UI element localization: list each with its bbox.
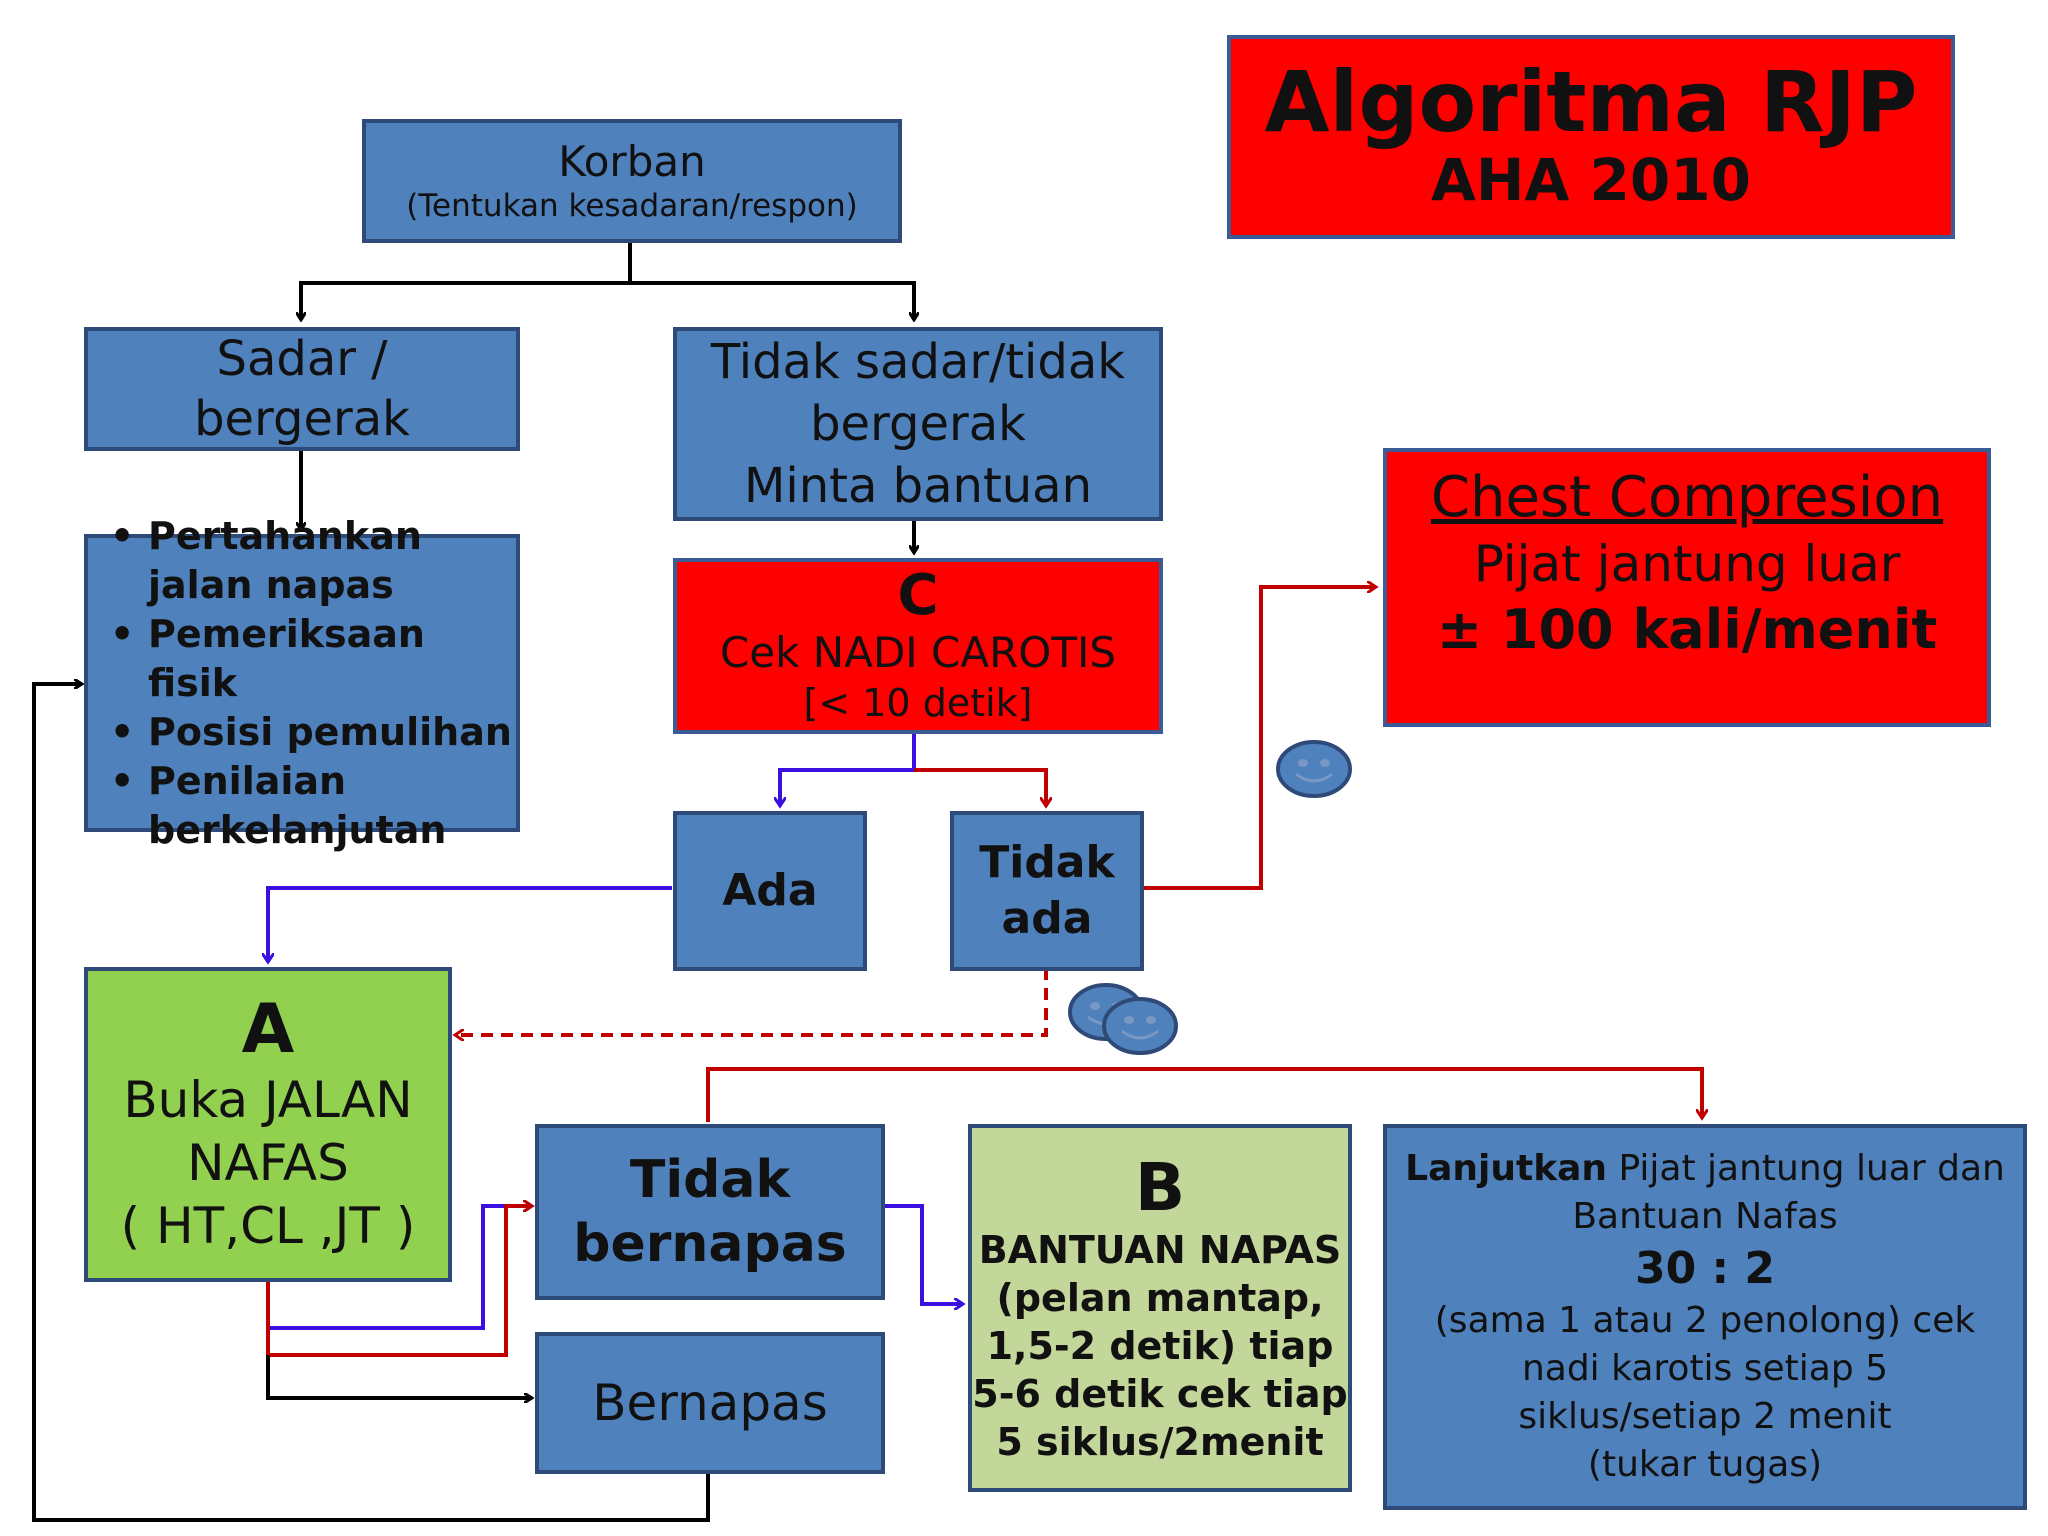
bantuan-line: BANTUAN NAPAS [978,1228,1342,1272]
lanjutkan-line: siklus/setiap 2 menit [1518,1396,1892,1437]
chest-line: Pijat jantung luar [1473,535,1901,593]
tidak-sadar-line: Minta bantuan [743,458,1093,514]
cek-nadi-box: C Cek NADI CAROTIS [< 10 detik] [673,558,1163,734]
tidak-bernapas-box: Tidak bernapas [535,1124,885,1300]
bantuan-line: 1,5-2 detik) tiap [986,1324,1334,1368]
arrow-airway-to-bernapas [266,1355,532,1398]
arrow-tidak-bernapas-to-bantuan [882,1204,963,1304]
arrow-cek-to-ada [780,730,916,806]
bernapas-label: Bernapas [592,1374,828,1432]
tidak-ada-line: ada [1001,893,1093,944]
title: Algoritma RJP [1264,53,1918,152]
tidak-ada-box: Tidak ada [950,811,1144,971]
arrow-airway-red-to-tidak-bernapas [266,1206,532,1357]
ada-label: Ada [722,864,818,916]
airway-line: NAFAS [187,1134,349,1192]
airway-line: ( HT,CL ,JT ) [120,1197,416,1255]
korban-title: Korban [558,137,706,187]
lanjutkan-ratio: 30 : 2 [1634,1243,1776,1294]
airway-box: A Buka JALAN NAFAS ( HT,CL ,JT ) [84,967,452,1282]
arrow-cek-to-tidak-ada [914,768,1046,806]
ada-box: Ada [673,811,867,971]
lanjutkan-rest: Pijat jantung luar dan [1607,1148,2005,1189]
lanjutkan-line: nadi karotis setiap 5 [1521,1348,1889,1389]
korban-box: Korban (Tentukan kesadaran/respon) [362,119,902,243]
smiley-icon [1102,997,1178,1055]
chest-compression-box: Chest Compresion Pijat jantung luar ± 10… [1383,448,1991,727]
lanjutkan-bold: Lanjutkan [1405,1148,1608,1189]
arrow-tidak-bernapas-to-lanjutkan [706,1067,1702,1122]
list-item: Posisi pemulihan [88,708,516,757]
list-item: Pemeriksaan fisik [88,610,516,708]
cek-nadi-duration: [< 10 detik] [803,681,1033,725]
sadar-box: Sadar / bergerak [84,327,520,451]
tidak-sadar-line: Tidak sadar/tidak [710,334,1126,390]
lanjutkan-line: (tukar tugas) [1587,1444,1823,1485]
arrow-korban-to-sadar [301,240,632,320]
tidak-bernapas-line: bernapas [573,1214,847,1274]
pertahankan-list: Pertahankan jalan napas Pemeriksaan fisi… [88,512,516,855]
airway-line: Buka JALAN [123,1071,413,1129]
arrow-tidak-ada-to-chest [1140,587,1376,890]
tidak-sadar-box: Tidak sadar/tidak bergerak Minta bantuan [673,327,1163,521]
cek-nadi-letter: C [897,563,939,628]
bantuan-line: 5-6 detik cek tiap [972,1372,1348,1416]
arrow-ada-to-airway [268,886,672,962]
arrow-korban-to-tidak-sadar [630,281,914,320]
tidak-ada-line: Tidak [979,837,1115,888]
bantuan-line: 5 siklus/2menit [996,1420,1324,1464]
lanjutkan-box: Lanjutkan Pijat jantung luar dan Bantuan… [1383,1124,2027,1510]
tidak-bernapas-line: Tidak [629,1150,791,1210]
tidak-sadar-line: bergerak [810,396,1026,452]
korban-subtitle: (Tentukan kesadaran/respon) [406,187,858,224]
cek-nadi-line: Cek NADI CAROTIS [719,628,1117,677]
sadar-line: Sadar / [216,331,388,387]
bantuan-line: (pelan mantap, [996,1276,1324,1320]
bernapas-box: Bernapas [535,1332,885,1474]
title-box: Algoritma RJP AHA 2010 [1227,35,1955,239]
chest-rate: ± 100 kali/menit [1436,598,1938,661]
arrow-tidak-ada-dashed-to-airway [455,968,1048,1035]
bantuan-letter: B [1134,1149,1186,1226]
lanjutkan-line: (sama 1 atau 2 penolong) cek [1434,1300,1976,1341]
lanjutkan-line: Bantuan Nafas [1572,1196,1838,1237]
smiley-icon [1276,740,1352,798]
lanjutkan-line: Lanjutkan Pijat jantung luar dan [1405,1145,2005,1193]
list-item: Pertahankan jalan napas [88,512,516,610]
arrow-bernapas-to-pertahankan [32,684,710,1522]
sadar-line: bergerak [194,391,410,447]
chest-title: Chest Compresion [1430,465,1944,530]
airway-letter: A [241,990,295,1069]
pertahankan-box: Pertahankan jalan napas Pemeriksaan fisi… [84,512,520,852]
list-item: Penilaian berkelanjutan [88,757,516,855]
subtitle: AHA 2010 [1431,146,1751,215]
bantuan-napas-box: B BANTUAN NAPAS (pelan mantap, 1,5-2 det… [968,1124,1352,1492]
